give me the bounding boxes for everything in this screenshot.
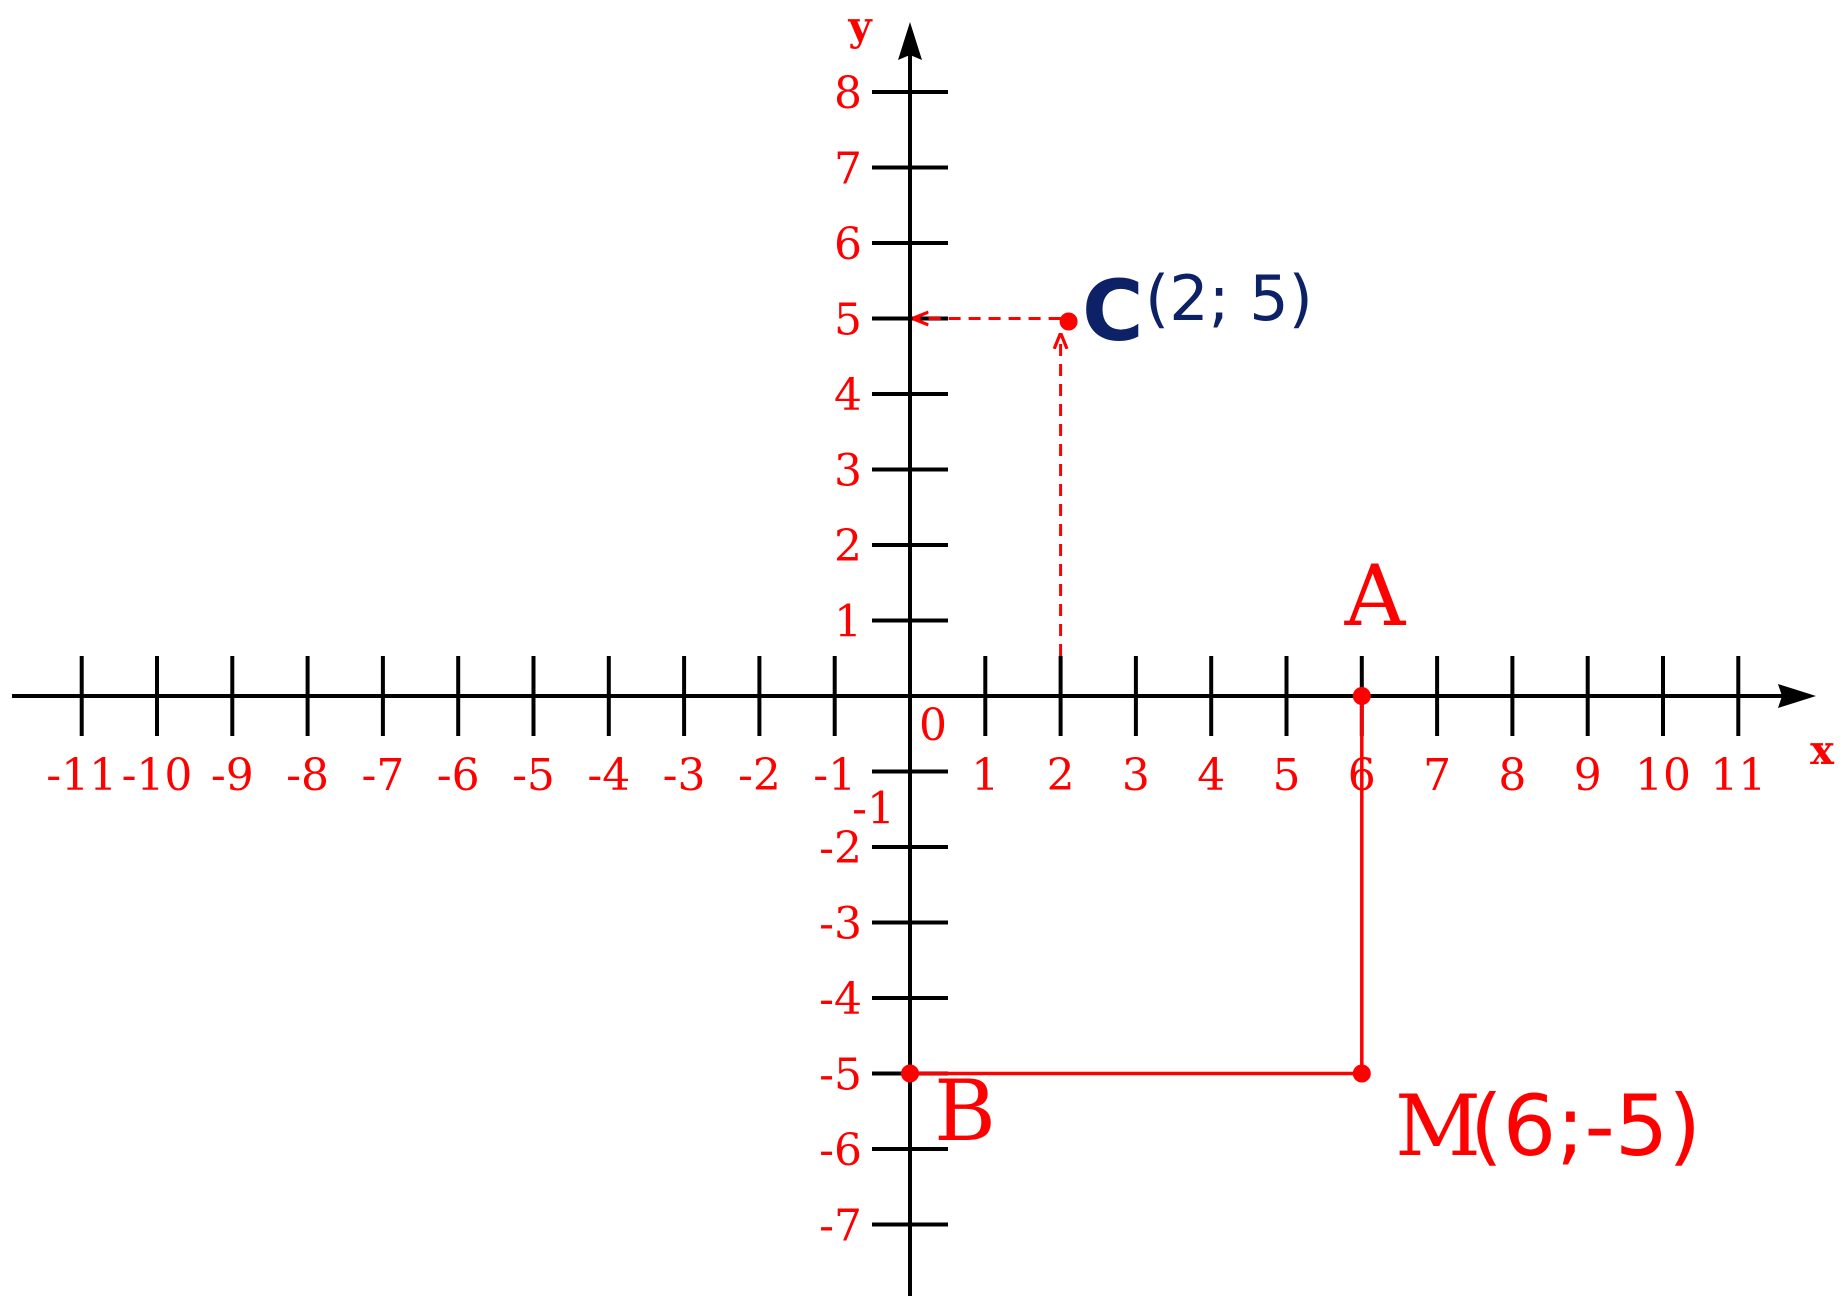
y-tick-label: -2 bbox=[819, 823, 862, 874]
y-tick-label: -4 bbox=[819, 974, 862, 1025]
x-tick-label: 4 bbox=[1197, 750, 1225, 801]
x-axis-label: x bbox=[1810, 727, 1835, 774]
x-tick-label: 5 bbox=[1273, 750, 1301, 801]
x-tick-label: 2 bbox=[1047, 750, 1075, 801]
x-tick-label: -1 bbox=[813, 750, 856, 801]
y-tick-label: 8 bbox=[834, 68, 862, 119]
x-tick-label: 10 bbox=[1635, 750, 1691, 801]
y-tick-label: 5 bbox=[834, 295, 862, 346]
x-tick-label: -4 bbox=[587, 750, 630, 801]
y-tick-label: -6 bbox=[819, 1125, 862, 1176]
y-tick-label: 1 bbox=[834, 597, 862, 648]
point-m-label: M bbox=[1395, 1077, 1481, 1175]
x-tick-label: 1 bbox=[971, 750, 999, 801]
point-m-coords: (6;-5) bbox=[1470, 1077, 1701, 1175]
x-tick-label: -6 bbox=[437, 750, 480, 801]
y-tick-label: 4 bbox=[834, 370, 862, 421]
x-tick-label: -7 bbox=[361, 750, 404, 801]
point-c-coords: (2; 5) bbox=[1145, 262, 1313, 335]
point-b-dot bbox=[901, 1064, 919, 1083]
point-a-dot bbox=[1352, 687, 1371, 705]
x-tick-label: -10 bbox=[122, 750, 193, 801]
y-axis-arrowhead bbox=[898, 22, 922, 60]
y-tick-label: -3 bbox=[819, 899, 862, 950]
x-tick-label: 8 bbox=[1498, 750, 1526, 801]
y-tick-label: 7 bbox=[834, 144, 862, 195]
point-b-label: B bbox=[934, 1062, 996, 1160]
y-tick-label: 3 bbox=[834, 446, 862, 497]
x-tick-label: 9 bbox=[1574, 750, 1602, 801]
x-tick-label: -8 bbox=[286, 750, 329, 801]
point-c-dot bbox=[1059, 312, 1078, 331]
y-tick-label: 6 bbox=[834, 219, 862, 270]
point-c-label: C bbox=[1082, 262, 1144, 360]
x-tick-label: -2 bbox=[738, 750, 781, 801]
x-axis-arrowhead bbox=[1778, 684, 1816, 708]
y-tick-label: -7 bbox=[819, 1201, 862, 1252]
x-tick-label: 7 bbox=[1423, 750, 1451, 801]
y-tick-label: -5 bbox=[819, 1050, 862, 1101]
x-tick-label: -9 bbox=[211, 750, 254, 801]
x-tick-label: 11 bbox=[1710, 750, 1766, 801]
x-tick-label: -11 bbox=[46, 750, 117, 801]
point-m-dot bbox=[1352, 1064, 1371, 1083]
point-a-label: A bbox=[1344, 547, 1407, 645]
y-tick-label: 2 bbox=[834, 521, 862, 572]
x-tick-label: 3 bbox=[1122, 750, 1150, 801]
x-tick-label: -3 bbox=[663, 750, 706, 801]
y-tick-label: -1 bbox=[852, 784, 895, 835]
x-tick-label: -5 bbox=[512, 750, 555, 801]
y-axis-label: y bbox=[847, 3, 873, 50]
origin-label: 0 bbox=[919, 700, 947, 751]
